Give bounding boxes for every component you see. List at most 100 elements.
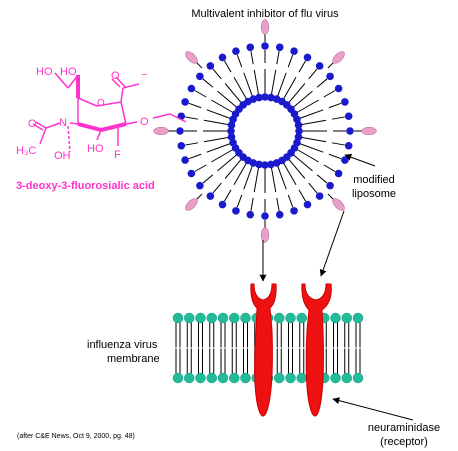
liposome-label-line2: liposome <box>352 188 396 200</box>
lipid-tail <box>253 167 260 193</box>
receptor-label-line1: neuraminidase <box>368 422 440 434</box>
lipid-tail <box>308 182 318 194</box>
membrane-head-top <box>172 312 184 324</box>
lipid-tail <box>250 51 254 65</box>
citation: (after C&E News, Oct 9, 2000, pg. 48) <box>17 433 135 440</box>
lipid-tail <box>224 83 242 103</box>
membrane-head-top <box>296 312 307 324</box>
membrane-head-bottom <box>195 372 206 384</box>
bond <box>96 129 102 141</box>
atom-carbonyl-o: O <box>28 118 37 130</box>
lipid-tail <box>299 143 324 153</box>
lipid-head-outer <box>196 181 204 190</box>
lipid-tail <box>323 90 336 98</box>
bond <box>39 127 47 145</box>
bond <box>169 113 187 123</box>
lipid-head-inner <box>295 127 303 135</box>
neuraminidase-left <box>250 283 277 417</box>
membrane-head-bottom <box>285 372 296 384</box>
lipid-head-inner <box>227 121 236 129</box>
lipid-tail <box>287 194 294 208</box>
sialic-ligand <box>153 126 169 136</box>
bond <box>115 76 127 89</box>
lipid-tail <box>224 189 232 202</box>
lipid-head-outer <box>275 210 284 219</box>
lipid-head-outer <box>246 210 255 219</box>
lipid-head-outer <box>275 43 284 52</box>
lipid-head-inner <box>294 121 303 129</box>
lipid-head-outer <box>326 72 334 81</box>
lipid-head-inner <box>294 133 303 141</box>
lipid-tail <box>270 69 277 95</box>
membrane-head-top <box>217 312 229 324</box>
lipid-tail <box>298 60 306 73</box>
lipid-head-inner <box>267 93 275 102</box>
lipid-tail <box>211 149 234 163</box>
bond <box>35 121 47 129</box>
lipid-tail <box>194 90 207 98</box>
lipid-tail <box>212 182 222 194</box>
lipid-head-outer <box>315 62 324 70</box>
neuraminidase-right <box>301 283 332 417</box>
membrane-head-top <box>240 312 251 324</box>
lipid-head-outer <box>334 169 343 178</box>
lipid-tail <box>185 142 199 146</box>
liposome-pointer-arrow <box>344 153 376 167</box>
lipid-head-outer <box>315 192 324 200</box>
bond <box>45 122 61 129</box>
lipid-head-outer <box>303 200 312 209</box>
atom-ho-top-left: HO <box>36 66 53 78</box>
lipid-head-outer <box>303 53 312 62</box>
membrane-head-bottom <box>229 372 240 384</box>
lipid-head-inner <box>261 93 269 101</box>
lipid-tail <box>194 164 207 172</box>
lipid-tail <box>243 165 253 190</box>
lipid-head-outer <box>177 141 186 150</box>
membrane-head-bottom <box>240 372 251 384</box>
membrane-head-bottom <box>172 372 184 384</box>
atom-ring-o: O <box>97 98 105 109</box>
membrane-head-top <box>352 312 364 324</box>
bond-wedge <box>77 122 102 132</box>
lipid-tail <box>236 194 243 208</box>
lipid-tail <box>188 153 202 160</box>
lipid-tail <box>328 153 342 160</box>
lipid-tail <box>316 174 328 184</box>
lipid-tail <box>211 99 234 113</box>
lipid-tail <box>206 109 231 119</box>
receptor-label-line2: (receptor) <box>380 436 428 448</box>
lipid-head-inner <box>272 159 281 167</box>
membrane-head-bottom <box>330 372 341 384</box>
lipid-head-outer <box>232 207 240 215</box>
lipid-tail <box>293 90 313 108</box>
diagram-title: Multivalent inhibitor of flu virus <box>191 8 339 20</box>
atom-n: N <box>59 117 67 129</box>
lipid-head-outer <box>344 141 353 150</box>
binding-arrow-right <box>319 210 345 277</box>
atom-h3c: H₃C <box>16 145 36 157</box>
lipid-head-outer <box>346 127 354 135</box>
lipid-tail <box>250 197 254 211</box>
lipid-tail <box>287 54 294 68</box>
membrane-head-top <box>184 312 195 324</box>
atom-carboxyl-o: O <box>111 70 120 82</box>
bond <box>111 78 121 88</box>
lipid-head-inner <box>227 127 235 135</box>
lipid-tail <box>301 136 327 143</box>
lipid-tail <box>185 116 199 120</box>
lipid-head-outer <box>181 98 189 106</box>
lipid-tail <box>243 72 253 97</box>
lipid-tail <box>298 189 306 202</box>
lipid-head-outer <box>206 192 215 200</box>
lipid-head-outer <box>341 98 349 106</box>
lipid-head-outer <box>341 156 349 164</box>
lipid-tail <box>316 78 328 88</box>
lipid-tail <box>224 60 232 73</box>
sialic-ligand <box>332 51 345 64</box>
lipid-tail <box>217 90 237 108</box>
lipid-tail <box>202 78 214 88</box>
sialic-ligand <box>332 198 345 211</box>
lipid-tail <box>206 143 231 153</box>
lipid-tail <box>276 51 280 65</box>
lipid-tail <box>202 174 214 184</box>
